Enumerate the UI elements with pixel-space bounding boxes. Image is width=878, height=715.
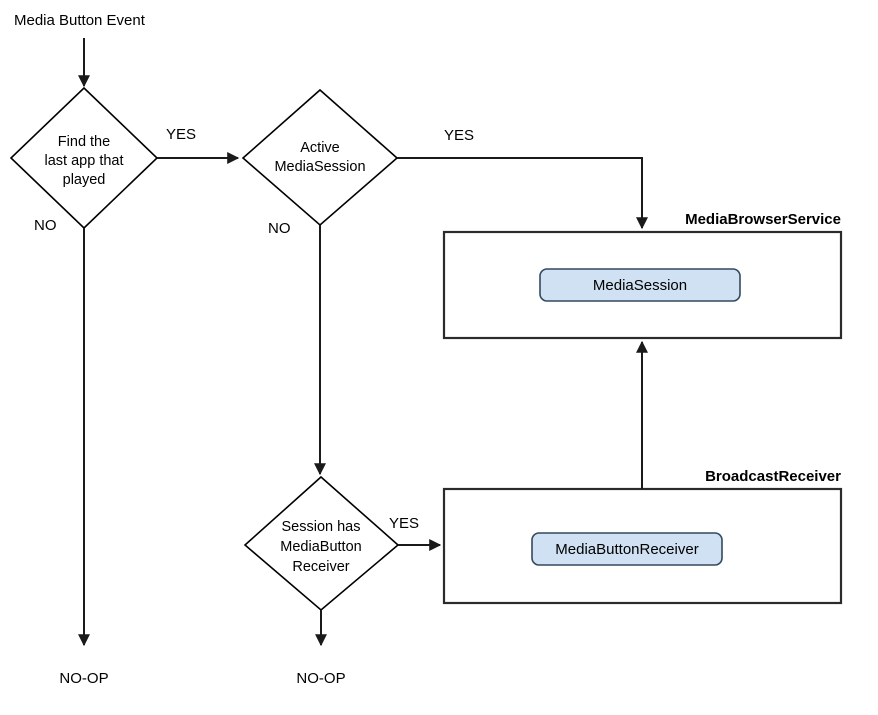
decision-active-mediasession-line-1: Active [300, 140, 340, 156]
component-mediabuttonreceiver-box[interactable] [531, 532, 723, 566]
terminal-no-op-middle: NO-OP [296, 670, 345, 687]
component-mediasession-box[interactable] [539, 268, 741, 302]
group-title-broadcast-receiver: BroadcastReceiver [705, 468, 841, 485]
edge-label-find-last-app-yes: YES [166, 126, 196, 143]
terminal-no-op-left: NO-OP [59, 670, 108, 687]
edge-label-active-mediasession-yes: YES [444, 127, 474, 144]
decision-find-last-app-line-3: played [63, 172, 106, 188]
decision-session-has-mbr-line-2: MediaButton [280, 539, 361, 555]
component-mediasession-label: MediaSession [593, 277, 687, 294]
decision-session-has-mbr-line-1: Session has [282, 519, 361, 535]
page-title: Media Button Event [14, 12, 146, 29]
group-title-media-browser-service: MediaBrowserService [685, 211, 841, 228]
decision-find-last-app-line-2: last app that [45, 153, 124, 169]
decision-find-last-app-line-1: Find the [58, 134, 110, 150]
component-mediabuttonreceiver-label: MediaButtonReceiver [555, 541, 698, 558]
decision-active-mediasession-line-2: MediaSession [274, 159, 365, 175]
edge-label-find-last-app-no: NO [34, 217, 57, 234]
edge-label-session-has-mbr-yes: YES [389, 515, 419, 532]
edge-label-active-mediasession-no: NO [268, 220, 291, 237]
edge-active-mediasession-yes [397, 157, 648, 230]
decision-session-has-mbr-line-3: Receiver [292, 559, 349, 575]
decision-active-mediasession [241, 88, 399, 227]
